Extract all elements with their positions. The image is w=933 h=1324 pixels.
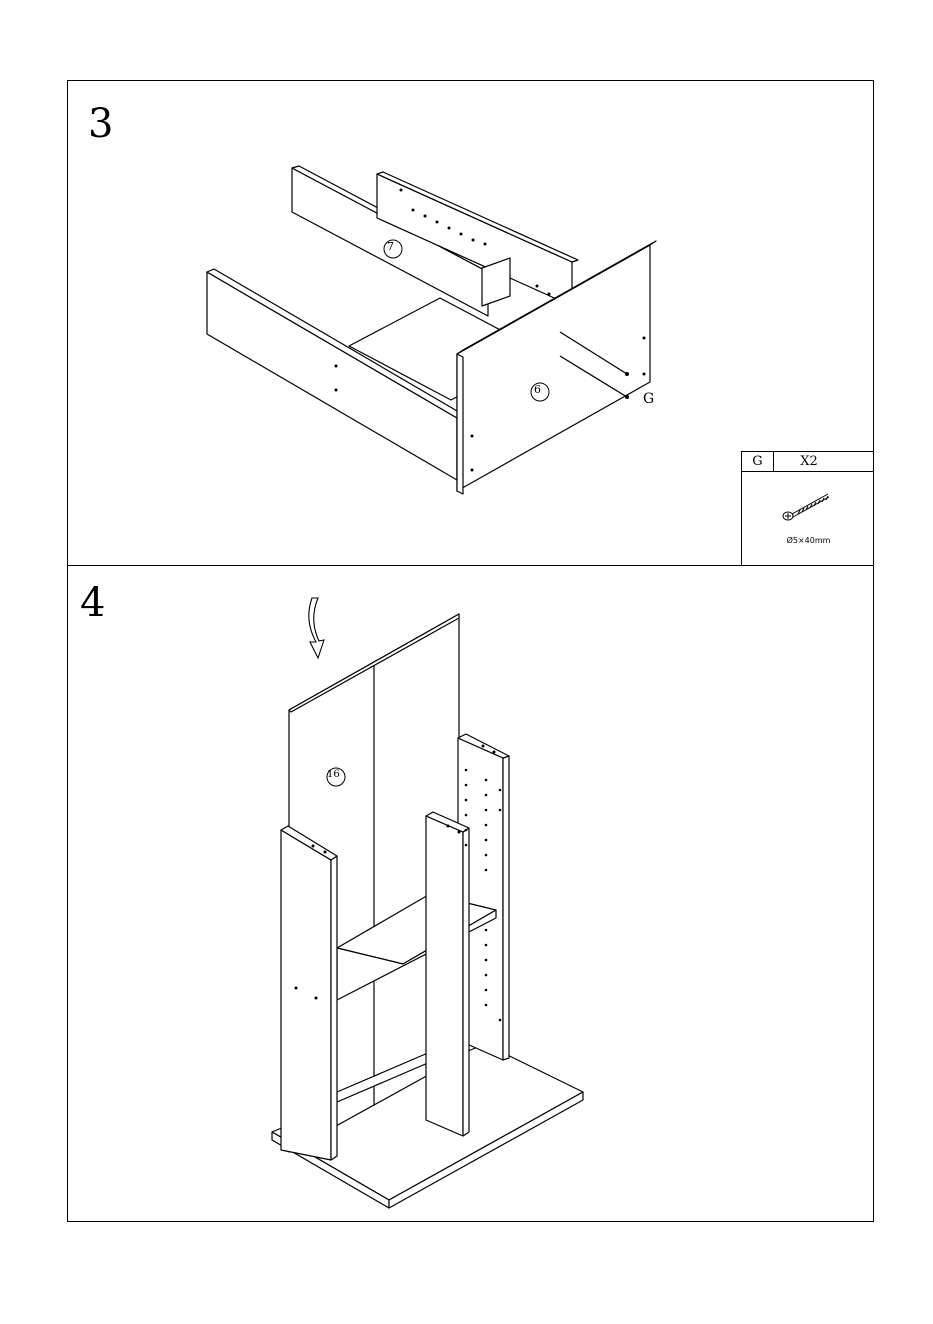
hardware-parts-box: G X2 Ø5×40mm xyxy=(741,451,874,565)
panel-6-edge xyxy=(457,354,463,494)
screw-callout-g: G xyxy=(643,391,654,407)
right-front-upright-face xyxy=(426,816,463,1136)
down-arrow-icon xyxy=(309,598,324,658)
part-quantity: X2 xyxy=(774,452,844,471)
parts-header: G X2 xyxy=(742,452,874,472)
panel-6-label: 6 xyxy=(534,383,541,396)
screw-icon xyxy=(780,488,836,524)
panel-16-label: 16 xyxy=(327,769,340,780)
panel-7-label: 7 xyxy=(387,240,394,253)
part-size: Ø5×40mm xyxy=(742,536,875,545)
left-front-upright-face xyxy=(281,830,331,1160)
part-id: G xyxy=(742,452,774,471)
